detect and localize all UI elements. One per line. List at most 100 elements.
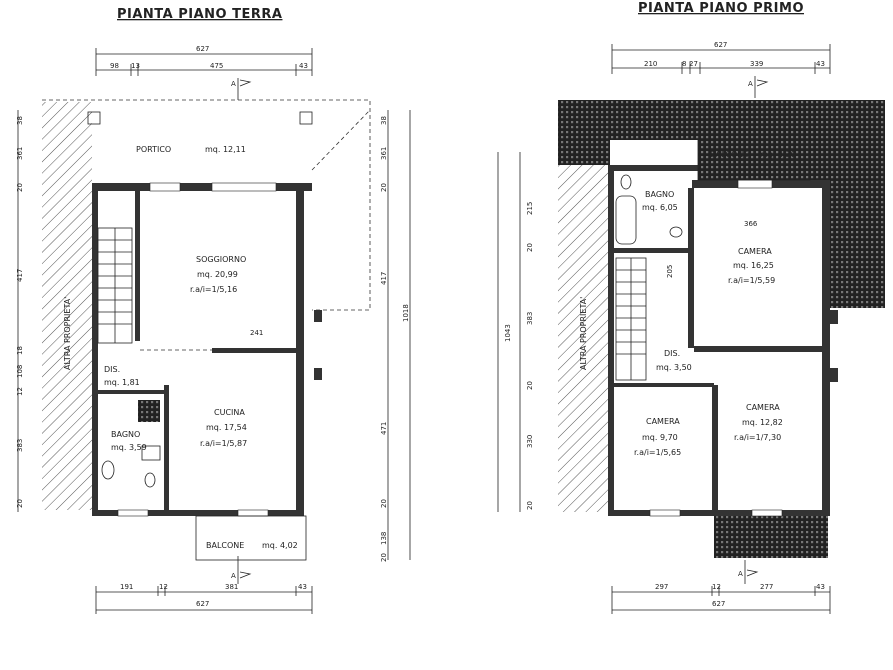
svg-text:20: 20 — [380, 499, 388, 508]
svg-text:20: 20 — [526, 381, 534, 390]
toilet — [101, 460, 115, 480]
svg-text:27: 27 — [689, 60, 698, 68]
first-inner-width: 366 — [744, 220, 758, 228]
bathtub — [615, 195, 637, 245]
camera2-area: mq. 9,70 — [642, 433, 678, 442]
svg-text:191: 191 — [120, 583, 133, 591]
first-floor-title: PIANTA PIANO PRIMO — [638, 1, 804, 16]
first-stairs — [615, 257, 647, 381]
svg-text:12: 12 — [16, 387, 24, 396]
soggiorno-ratio: r.a/i=1/5,16 — [190, 285, 237, 294]
first-left-dimensions: 215 20 383 20 330 20 1043 — [497, 152, 534, 512]
svg-text:215: 215 — [526, 202, 534, 215]
svg-text:627: 627 — [196, 600, 209, 608]
ground-top-dimensions: 627 98 13 475 43 — [95, 45, 313, 76]
svg-text:A: A — [738, 570, 743, 578]
camera3-name: CAMERA — [746, 403, 780, 412]
svg-text:20: 20 — [16, 499, 24, 508]
dim-label: 43 — [299, 62, 308, 70]
first-bagno-name: BAGNO — [645, 190, 674, 199]
balcone-area: mq. 4,02 — [262, 541, 298, 550]
ground-right-dimensions: 38 361 20 417 471 20 138 20 1018 — [380, 110, 411, 562]
camera2-ratio: r.a/i=1/5,65 — [634, 448, 681, 457]
svg-text:361: 361 — [16, 147, 24, 160]
portico-outline — [42, 99, 371, 311]
ground-floor-title: PIANTA PIANO TERRA — [117, 7, 282, 22]
dis-name: DIS. — [104, 365, 120, 374]
portico-name: PORTICO — [136, 145, 171, 154]
first-bagno-area: mq. 6,05 — [642, 203, 678, 212]
soggiorno-name: SOGGIORNO — [196, 255, 246, 264]
dim-label: 475 — [210, 62, 223, 70]
sink — [141, 445, 161, 461]
svg-text:20: 20 — [526, 243, 534, 252]
first-dis-area: mq. 3,50 — [656, 363, 692, 372]
svg-text:38: 38 — [16, 116, 24, 125]
svg-text:627: 627 — [714, 41, 727, 49]
portico-area: mq. 12,11 — [205, 145, 246, 154]
svg-text:43: 43 — [816, 60, 825, 68]
first-toilet — [620, 174, 632, 190]
svg-text:297: 297 — [655, 583, 668, 591]
cucina-area: mq. 17,54 — [206, 423, 247, 432]
balcone-name: BALCONE — [206, 541, 244, 550]
camera1-ratio: r.a/i=1/5,59 — [728, 276, 775, 285]
first-inner-height: 205 — [666, 265, 674, 278]
svg-text:20: 20 — [16, 183, 24, 192]
first-section-marker-top: A — [748, 76, 769, 98]
svg-text:43: 43 — [298, 583, 307, 591]
ground-stairs — [97, 227, 133, 344]
first-balcony — [697, 139, 811, 181]
bagno-area: mq. 3,59 — [111, 443, 147, 452]
svg-text:383: 383 — [526, 312, 534, 325]
cucina-name: CUCINA — [214, 408, 245, 417]
first-bottom-dimensions: A 297 12 277 43 627 — [611, 560, 831, 614]
svg-text:43: 43 — [816, 583, 825, 591]
first-dis-name: DIS. — [664, 349, 680, 358]
first-top-dimensions: 627 210 8 27 339 43 — [611, 41, 831, 74]
section-marker-top: A — [231, 78, 252, 100]
svg-text:381: 381 — [225, 583, 238, 591]
ground-bottom-dimensions: A 191 12 381 43 627 — [95, 556, 313, 614]
svg-text:12: 12 — [712, 583, 721, 591]
camera1-name: CAMERA — [738, 247, 772, 256]
neighbour-property-label: ALTRA PROPRIETA' — [63, 297, 72, 370]
svg-text:20: 20 — [526, 501, 534, 510]
first-neighbour-property-hatch — [558, 165, 610, 512]
first-sink — [669, 226, 683, 238]
svg-text:138: 138 — [380, 532, 388, 545]
svg-text:108: 108 — [16, 365, 24, 378]
svg-text:8: 8 — [682, 60, 686, 68]
neighbour-property-hatch — [42, 102, 92, 510]
svg-text:330: 330 — [526, 435, 534, 448]
svg-text:277: 277 — [760, 583, 773, 591]
svg-text:210: 210 — [644, 60, 657, 68]
roof-tiles-bottom — [714, 514, 828, 558]
camera2-name: CAMERA — [646, 417, 680, 426]
camera3-ratio: r.a/i=1/7,30 — [734, 433, 781, 442]
first-balcone-name: BALCONE — [710, 150, 748, 159]
svg-text:383: 383 — [16, 439, 24, 452]
dis-area: mq. 1,81 — [104, 378, 140, 387]
bagno-name: BAGNO — [111, 430, 140, 439]
section-label: A — [231, 80, 236, 88]
svg-text:A: A — [231, 572, 236, 580]
svg-text:627: 627 — [712, 600, 725, 608]
svg-text:1043: 1043 — [504, 324, 512, 342]
dim-label: 13 — [131, 62, 140, 70]
svg-text:471: 471 — [380, 422, 388, 435]
svg-text:20: 20 — [380, 553, 388, 562]
camera3-area: mq. 12,82 — [742, 418, 783, 427]
svg-text:1018: 1018 — [402, 304, 410, 322]
inner-dim: 241 — [250, 329, 263, 337]
svg-text:18: 18 — [16, 346, 24, 355]
svg-text:20: 20 — [380, 183, 388, 192]
shower-tray — [138, 400, 160, 422]
cucina-ratio: r.a/i=1/5,87 — [200, 439, 247, 448]
ground-left-dimensions: 38 361 20 417 18 108 12 383 20 — [16, 110, 24, 512]
svg-text:38: 38 — [380, 116, 388, 125]
first-balcone-area: mq. 4,20 — [760, 150, 796, 159]
roof-tiles-top — [558, 100, 885, 308]
ground-floor-plan: PIANTA PIANO TERRA 627 98 13 475 43 A AL… — [16, 7, 411, 614]
first-neighbour-property-label: ALTRA PROPRIETA' — [579, 297, 588, 370]
